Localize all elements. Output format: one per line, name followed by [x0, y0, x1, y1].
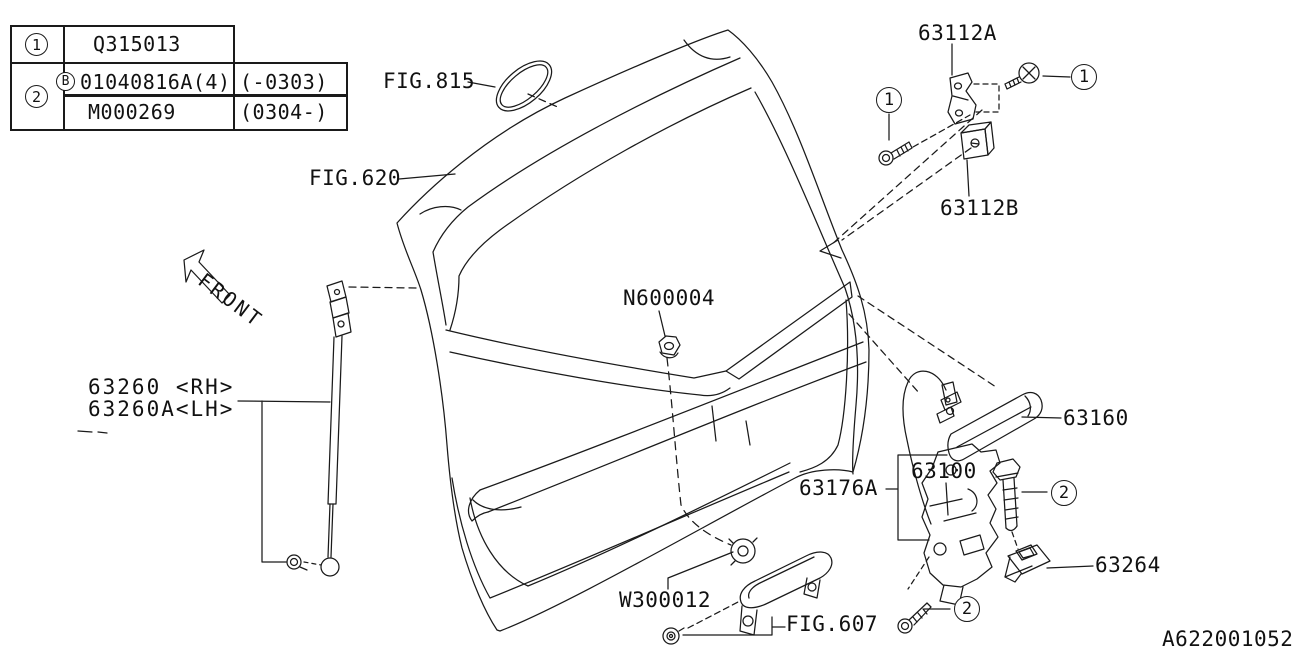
label-fig607: FIG.607: [786, 612, 879, 636]
label-w300012: W300012: [619, 588, 712, 612]
latch-assembly-drawing: [885, 370, 1001, 606]
callout-2-bottom: 2: [954, 596, 980, 622]
table-key-1-badge: 1: [25, 33, 48, 56]
label-fig815: FIG.815: [383, 69, 476, 93]
label-fig620: FIG.620: [309, 166, 402, 190]
fig815-grommet-drawing: [467, 60, 561, 112]
nut-n600004-drawing: [658, 310, 732, 546]
tailgate-outline: [396, 29, 870, 632]
table-part-q315013: Q315013: [93, 32, 181, 56]
front-arrow: [183, 249, 231, 304]
label-63264: 63264: [1095, 553, 1161, 577]
label-63160: 63160: [1063, 406, 1129, 430]
table-b-badge: B: [56, 72, 75, 91]
table-part-01040816a: 01040816A(4): [80, 70, 231, 94]
diagram-code: A622001052: [1162, 627, 1294, 651]
table-part-m000269: M000269: [88, 100, 176, 124]
gas-strut-drawing: [237, 280, 417, 577]
label-63260-rh: 63260 <RH>: [88, 375, 235, 399]
label-63260a-lh: 63260A<LH>: [88, 397, 235, 421]
outside-handle-drawing: [848, 295, 1062, 462]
label-63112a: 63112A: [918, 21, 997, 45]
table-applicability-0304: (0304-): [240, 100, 328, 124]
callout-1-left: 1: [876, 87, 902, 113]
callout-1-right: 1: [1071, 64, 1097, 90]
label-n600004: N600004: [623, 286, 716, 310]
striker-and-bolts-drawing: [897, 458, 1094, 634]
label-63100: 63100: [911, 459, 977, 483]
table-applicability-0303: (-0303): [240, 70, 328, 94]
stray-dashes: [77, 430, 108, 434]
table-key-2-badge: 2: [25, 85, 48, 108]
fig620-leader-line: [398, 173, 456, 180]
hinge-hardware-drawing: [819, 43, 1071, 259]
callout-2-right: 2: [1051, 480, 1077, 506]
label-63176a: 63176A: [799, 476, 878, 500]
pull-handle-drawing: [662, 537, 833, 645]
label-63112b: 63112B: [940, 196, 1019, 220]
